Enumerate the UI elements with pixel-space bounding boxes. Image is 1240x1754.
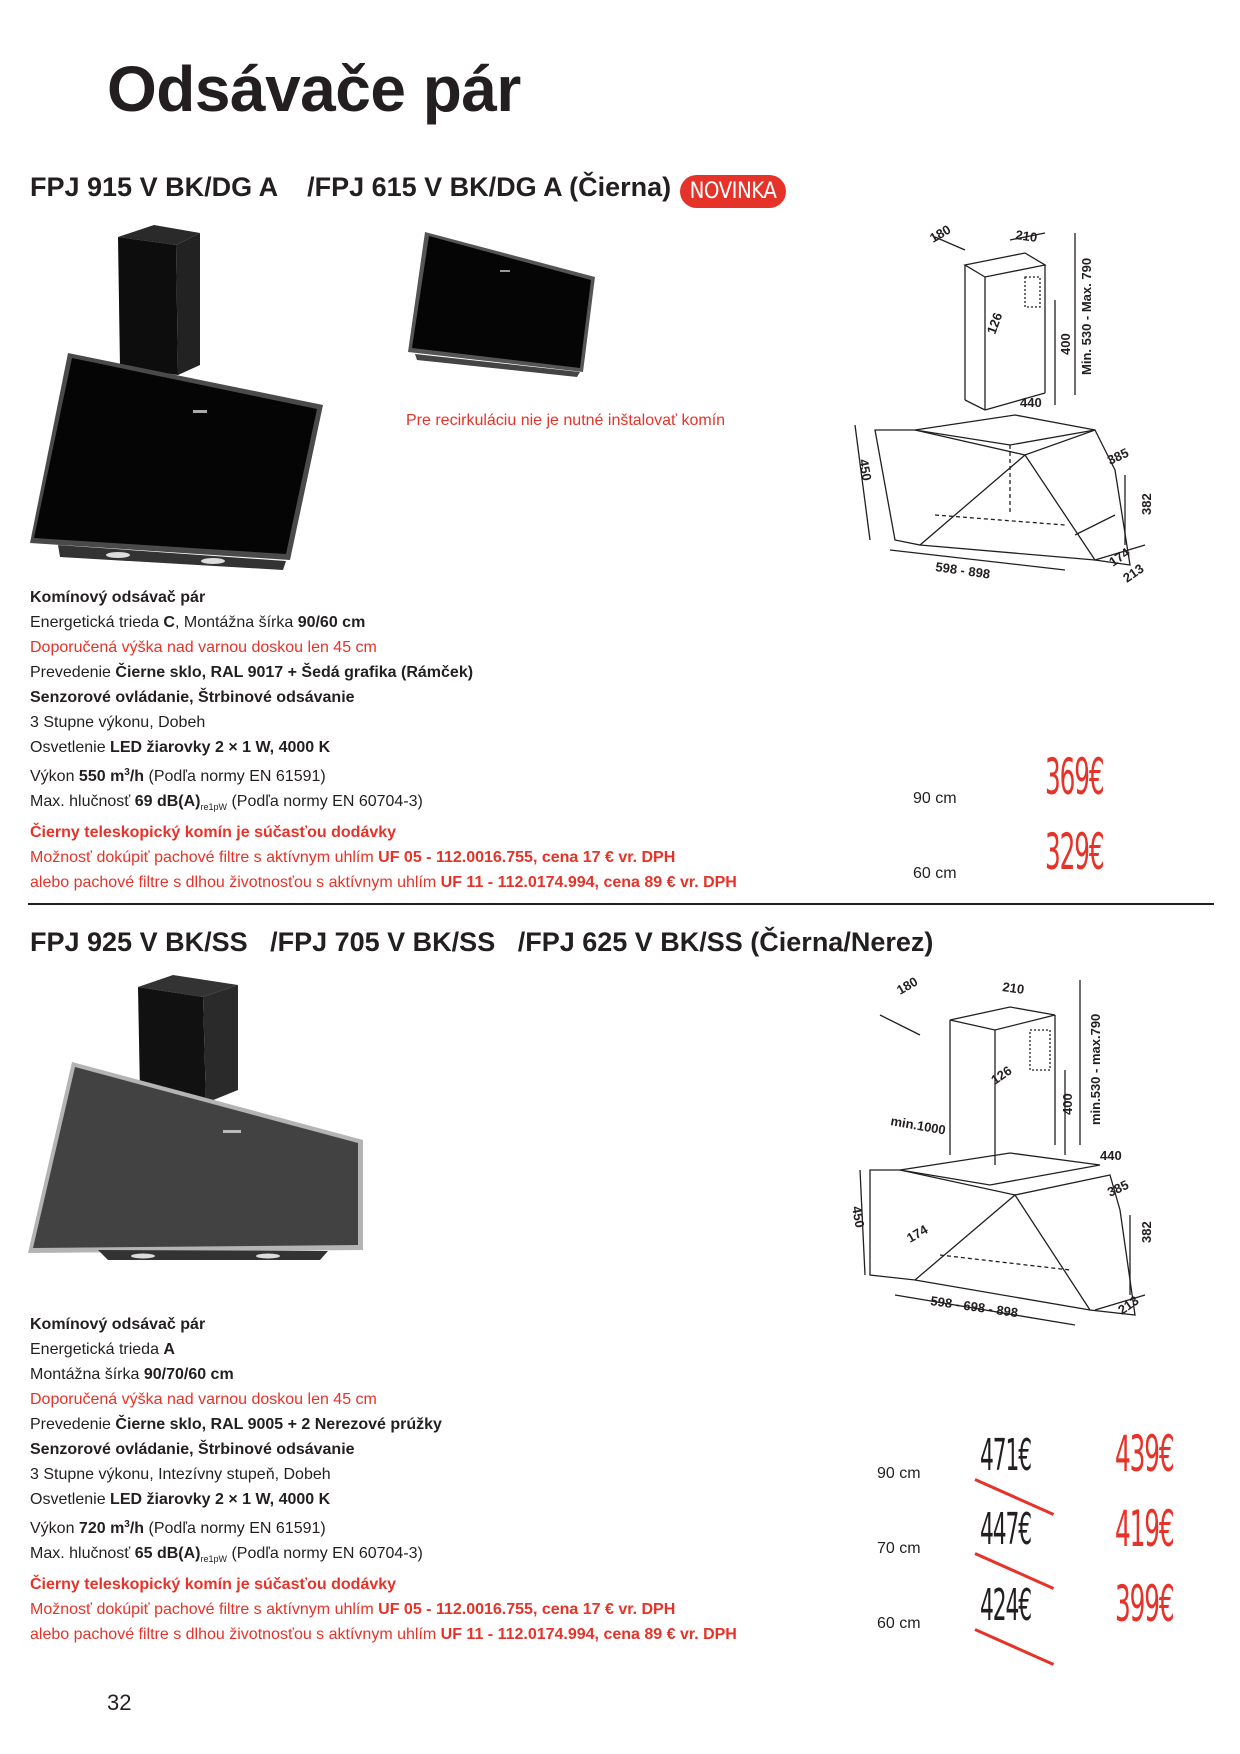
product-1-specs: Komínový odsávač pár Energetická trieda … — [30, 585, 737, 895]
spec-filter-1: Možnosť dokúpiť pachové filtre s aktívny… — [30, 1601, 676, 1618]
page-title: Odsávače pár — [107, 53, 521, 125]
dim-label: 174 — [904, 1221, 931, 1245]
spec-recommended-height: Doporučená výška nad varnou doskou len 4… — [30, 1391, 377, 1408]
price-value: 369€ — [1045, 748, 1105, 806]
spec-energy: Energetická trieda A — [30, 1341, 175, 1358]
spec-speeds: 3 Stupne výkonu, Intezívny stupeň, Dobeh — [30, 1466, 331, 1483]
product-1-dimension-diagram: 180 210 126 400 Min. 530 - Max. 790 440 … — [854, 225, 1154, 585]
spec-filter-2: alebo pachové filtre s dlhou životnosťou… — [30, 874, 737, 891]
diagram-1-labels: 180 210 126 400 Min. 530 - Max. 790 440 … — [856, 225, 1154, 585]
price-size-label: 70 cm — [877, 1540, 921, 1557]
spec-finish: Prevedenie Čierne sklo, RAL 9005 + 2 Ner… — [30, 1416, 442, 1433]
old-price-value: 424€ — [980, 1580, 1032, 1631]
new-badge: NOVINKA — [679, 175, 787, 209]
dim-label: min.1000 — [889, 1113, 946, 1137]
dim-label: 450 — [856, 458, 875, 482]
price-size-label: 90 cm — [913, 790, 957, 807]
product-1-header: FPJ 915 V BK/DG A /FPJ 615 V BK/DG A (Či… — [30, 172, 787, 209]
spec-filter-1: Možnosť dokúpiť pachové filtre s aktívny… — [30, 849, 676, 866]
dim-label: 180 — [894, 975, 920, 998]
recirculation-note: Pre recirkuláciu nie je nutné inštalovať… — [406, 412, 726, 429]
page-number: 32 — [107, 1690, 132, 1715]
dim-label: 385 — [1105, 445, 1131, 468]
dim-label: 440 — [1100, 1148, 1122, 1163]
spec-type: Komínový odsávač pár — [30, 1316, 206, 1333]
price-value: 329€ — [1045, 823, 1105, 881]
spec-output: Výkon 550 m3/h (Podľa normy EN 61591) — [30, 767, 326, 785]
price-value: 439€ — [1115, 1425, 1175, 1483]
spec-type: Komínový odsávač pár — [30, 589, 206, 606]
dim-label: Min. 530 - Max. 790 — [1079, 258, 1094, 375]
dim-label: 385 — [1105, 1177, 1131, 1200]
product-2-image — [28, 975, 363, 1260]
spec-noise: Max. hlučnosť 69 dB(A)re1pW (Podľa normy… — [30, 793, 423, 812]
dim-label: 210 — [1002, 979, 1026, 997]
spec-chimney: Čierny teleskopický komín je súčasťou do… — [30, 824, 397, 841]
price-size-label: 60 cm — [913, 865, 957, 882]
price-value: 399€ — [1115, 1575, 1175, 1633]
old-price-value: 447€ — [980, 1504, 1032, 1555]
product-2-specs: Komínový odsávač pár Energetická trieda … — [30, 1312, 737, 1647]
spec-noise: Max. hlučnosť 65 dB(A)re1pW (Podľa normy… — [30, 1545, 423, 1564]
product-2-title: FPJ 925 V BK/SS /FPJ 705 V BK/SS /FPJ 62… — [30, 927, 934, 957]
dim-label: 440 — [1020, 395, 1042, 410]
dim-label: 126 — [988, 1063, 1014, 1088]
product-1-image-large — [30, 225, 323, 570]
spec-recommended-height: Doporučená výška nad varnou doskou len 4… — [30, 639, 377, 656]
diagram-2-labels: 180 210 126 400 min.530 - max.790 min.10… — [849, 975, 1154, 1320]
product-1-title: FPJ 915 V BK/DG A /FPJ 615 V BK/DG A (Či… — [30, 172, 672, 202]
spec-lighting: Osvetlenie LED žiarovky 2 × 1 W, 4000 K — [30, 739, 331, 756]
spec-lighting: Osvetlenie LED žiarovky 2 × 1 W, 4000 K — [30, 1491, 331, 1508]
dim-label: 400 — [1058, 333, 1073, 355]
old-price-value: 471€ — [980, 1430, 1032, 1481]
section-divider — [28, 903, 1214, 905]
product-1-image-small — [408, 232, 595, 377]
product-2-dimension-diagram: 180 210 126 400 min.530 - max.790 min.10… — [849, 975, 1154, 1326]
spec-finish: Prevedenie Čierne sklo, RAL 9017 + Šedá … — [30, 664, 474, 681]
spec-output: Výkon 720 m3/h (Podľa normy EN 61591) — [30, 1519, 326, 1537]
dim-label: 210 — [1015, 227, 1039, 245]
price-size-label: 60 cm — [877, 1615, 921, 1632]
dim-label: 180 — [927, 225, 953, 246]
spec-width: Montážna šírka 90/70/60 cm — [30, 1366, 234, 1383]
spec-filter-2: alebo pachové filtre s dlhou životnosťou… — [30, 1626, 737, 1643]
dim-label: 174 — [1106, 544, 1133, 569]
dim-label: 382 — [1139, 1221, 1154, 1243]
dim-label: 126 — [984, 311, 1006, 337]
price-value: 419€ — [1115, 1500, 1175, 1558]
dim-label: 400 — [1060, 1093, 1075, 1115]
dim-label: 450 — [849, 1205, 868, 1229]
product-2-header: FPJ 925 V BK/SS /FPJ 705 V BK/SS /FPJ 62… — [30, 927, 933, 958]
old-price-strike — [974, 1628, 1055, 1666]
dim-label: 382 — [1139, 493, 1154, 515]
spec-energy-width: Energetická trieda C, Montážna šírka 90/… — [30, 614, 366, 631]
spec-speeds: 3 Stupne výkonu, Dobeh — [30, 714, 206, 731]
dim-label: min.530 - max.790 — [1088, 1014, 1103, 1125]
spec-chimney: Čierny teleskopický komín je súčasťou do… — [30, 1576, 397, 1593]
dim-label: 598 - 698 - 898 — [930, 1293, 1019, 1320]
price-size-label: 90 cm — [877, 1465, 921, 1482]
dim-label: 598 - 898 — [935, 559, 991, 581]
spec-control: Senzorové ovládanie, Štrbinové odsávanie — [30, 689, 355, 706]
spec-control: Senzorové ovládanie, Štrbinové odsávanie — [30, 1441, 355, 1458]
